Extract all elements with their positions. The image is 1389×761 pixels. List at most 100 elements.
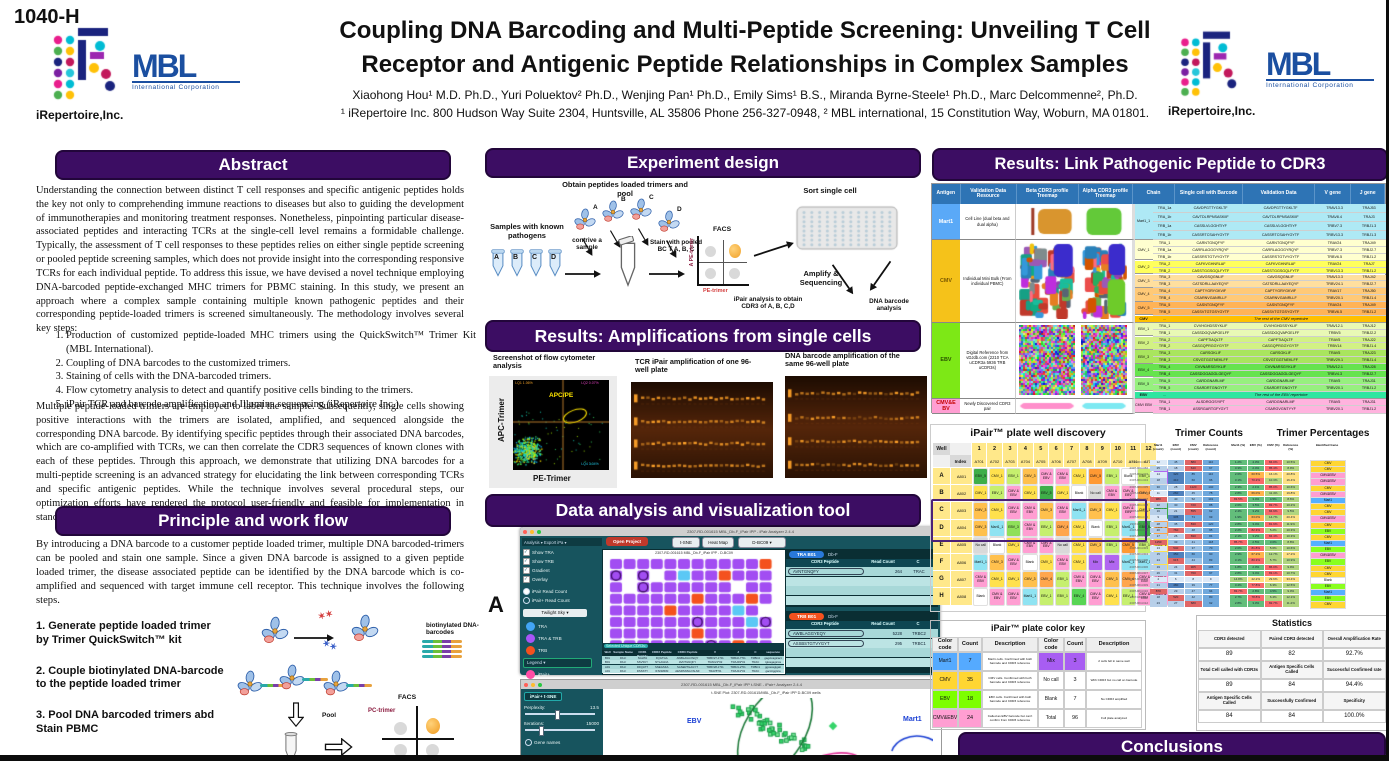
count-cell: 60 [1185,478,1202,484]
axis-line [416,706,418,760]
sample-tube [510,248,524,278]
count-cell: 3 [1064,652,1086,671]
color-key-title: iPair™ plate color key [990,623,1086,633]
heatmap-row-label: 2307-RD-D02 [1129,539,1148,544]
j-gene-cell: TRAJ28 [1362,365,1376,370]
dna-barcode-icon [422,655,462,658]
gene-cell: CMV [1310,601,1346,609]
selected-cdr3-cell: ggcacagtgatt [764,664,781,669]
selected-cdr3-cell: B01 [605,656,610,660]
flow-q1-label: I-Q1 1.06% [515,381,533,385]
count-cell: 9 [1150,515,1167,521]
stat-value-cell: 92.7% [1323,648,1386,661]
plate-well: EBV_1 [1005,468,1022,486]
selected-cdr3-cell: Db-F [620,656,627,660]
count-cell: 41 [1185,539,1202,546]
pct-cell: 1.9% [1230,515,1247,521]
trimer-icon [278,664,306,692]
count-cell: 105 [1202,564,1219,570]
pct-cell: 84.9% [1265,509,1282,515]
j-gene-cell: TRBJ1.2 [1361,309,1377,314]
window-control-dot [523,529,527,534]
plate-col-number: 8 [1078,443,1095,455]
plate-col-number: 10 [1109,443,1125,455]
mbl-logo-subtext: International Corporation [132,80,240,91]
axis-line [697,284,749,286]
pct-cell: 82.7% [1265,601,1282,607]
count-cell: 118 [1202,539,1219,546]
sample-tube-letter: D [551,254,557,261]
flow-caption: Screenshot of flow cytometer analysis [493,353,596,371]
plate-row-letter: C [933,501,950,519]
dna-barcode-icon [302,678,328,681]
dna-barcode-icon [422,650,462,653]
arrow-icon [665,237,684,259]
plate-row-index: A804 [950,518,972,536]
selected-cdr3-header-cell: C [754,650,757,654]
tsne-ebv-label: EBV [687,718,702,725]
perplexity-value: 13.5 [590,705,599,710]
cell-dot [394,744,407,757]
alpha-cdr3-treemap [1080,324,1127,395]
plate-col-index: A709 [1094,455,1110,467]
outline-arrow-right-icon [322,737,356,757]
checkbox-icon: ✓ [523,567,530,574]
antigen-cell: EBV [932,322,960,399]
plate-col-number: 2 [986,443,1002,455]
validation-cdr3-cell: CAPTYGRYGKVIF [1264,289,1297,294]
radio-icon [523,588,530,595]
count-cell: 720 [1185,503,1202,509]
repertoire-rest-row: EBV...The rest of the EBV repertoire [1134,391,1386,399]
count-cell: 23 [1150,601,1167,607]
window-control-dot [531,682,535,687]
selected-cdr3-header-cell: Well [604,650,611,654]
count-cell: 101 [1202,496,1219,503]
barcode-cdr3-cell: CARNTGNQFYF [1196,240,1225,245]
mini-table-tab: TRB B01 [789,612,825,620]
plate-row-letter: B [933,484,950,502]
barcode-cdr3-cell: CASSLVLGGHTIYF [1194,224,1227,228]
plate-row-letter: F [933,553,950,571]
legend-label: TRA & TRB [538,636,562,641]
beta-cdr3-treemap [1018,242,1075,319]
plate-well: CMV_1 [1005,571,1022,589]
trimer-counts-title: Trimer Counts [1175,428,1243,439]
pct-cell: 20.4% [1282,515,1299,521]
description-cell: No CDR3 amplified [1086,690,1142,709]
pct-cell: 81.8% [1247,546,1264,552]
pct-cell: 2.3% [1230,484,1247,490]
pct-cell: 14.8% [1230,576,1247,583]
heatmap-row-label: 2307-RD-D12 [1129,601,1148,606]
validation-cdr3-cell: CASSDGQVAPGELFF [1261,330,1300,335]
v-gene-cell: TRAV24 [1327,303,1342,308]
count-cell: 4 [1150,576,1167,583]
pct-cell: 2.8% [1247,589,1264,595]
j-gene-cell: TRBJ1.2 [1361,407,1377,412]
plate-row-letter: A [933,467,950,485]
count-cell: 18 [1167,466,1184,472]
count-cell: 18 [1150,595,1167,601]
pool-label: Pool [322,712,337,719]
checkbox-row: ✓Overlay [523,576,548,583]
plate-well: CMV_1 [1005,536,1022,554]
iterations-value: 15000 [586,721,599,726]
plate-well: EBV_1 [1104,519,1120,537]
count-cell: 84 [1202,533,1219,540]
legend-label: TRB [538,648,548,653]
barcode-cdr3-cell: CAVDPGTTYGKLTF [1193,206,1228,210]
pct-cell: 10.6% [1282,484,1299,490]
plate-well: EBV_1 [1038,519,1054,537]
plate-well: CMV_1 [989,468,1005,486]
stain-label: Stain with pooled BC T A, B, C [649,239,703,253]
description-cell: Full plate analyzed [1086,709,1142,728]
tsne-button: t-SNE [672,537,700,548]
plate-col-number: 11 [1124,443,1141,455]
